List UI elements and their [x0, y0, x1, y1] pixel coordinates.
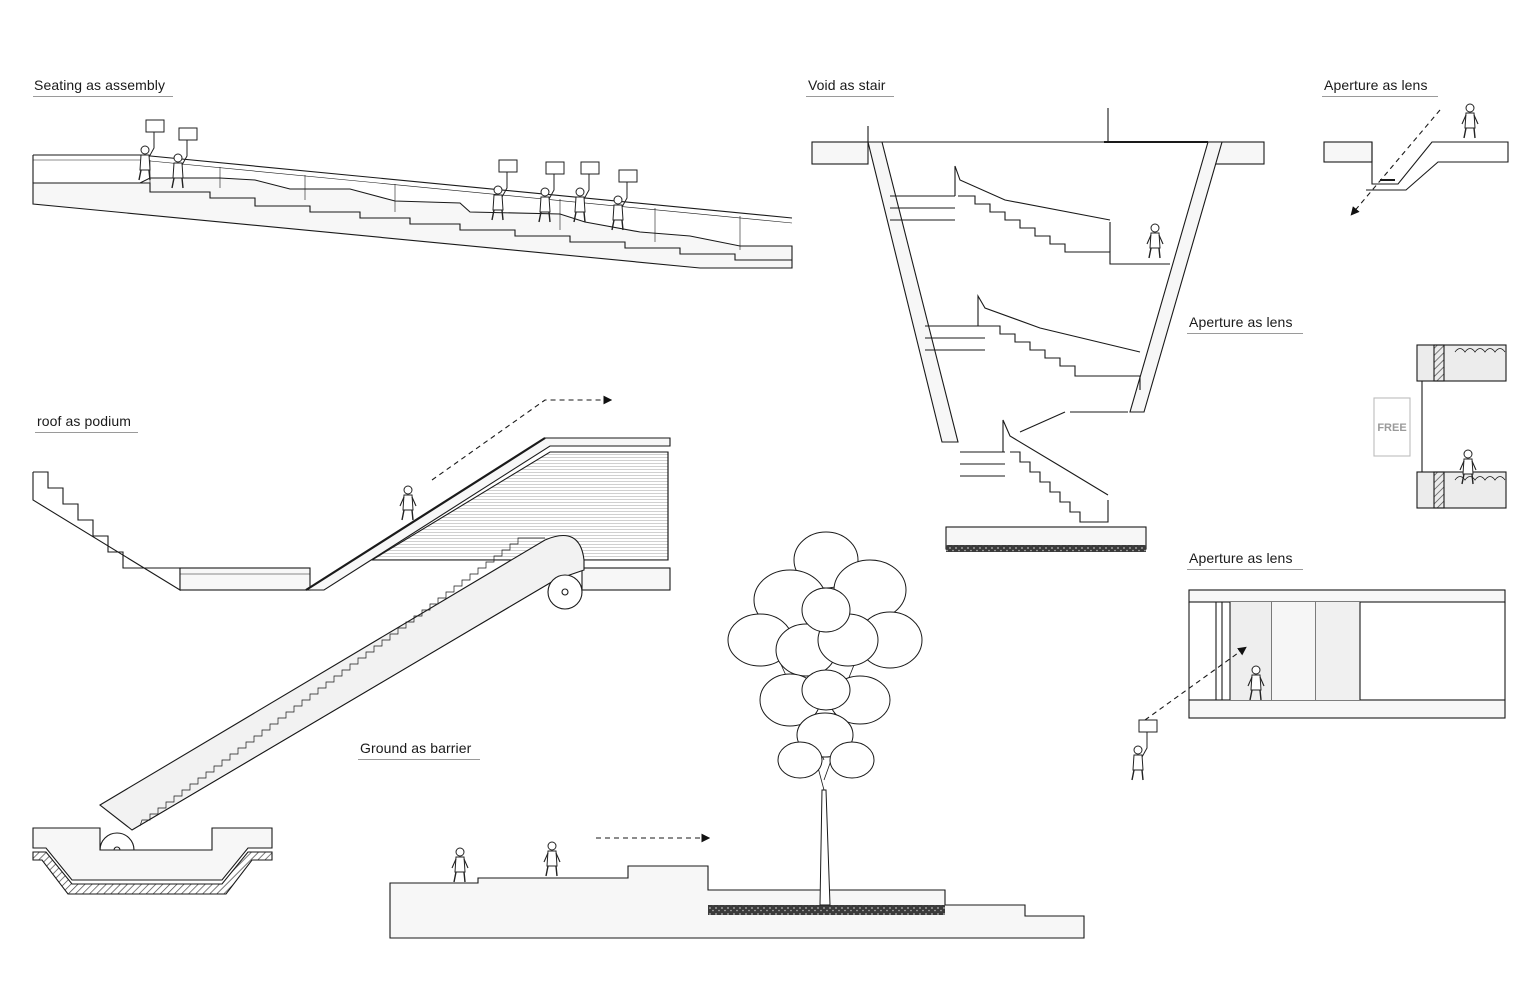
- label-underline: [806, 96, 894, 97]
- ground-barrier-section: [389, 833, 1085, 939]
- roof-podium-section: [32, 395, 671, 895]
- label-underline: [1322, 96, 1438, 97]
- label-roof-as-podium: roof as podium: [37, 413, 132, 429]
- label-underline: [33, 96, 173, 97]
- label-ground-as-barrier: Ground as barrier: [360, 740, 472, 756]
- void-stair-section: [811, 108, 1265, 552]
- label-underline: [1187, 569, 1303, 570]
- label-void-as-stair: Void as stair: [808, 77, 886, 93]
- aperture-low-section: [1131, 589, 1506, 781]
- label-aperture-top: Aperture as lens: [1324, 77, 1428, 93]
- label-underline: [1187, 333, 1303, 334]
- tree-illustration: [727, 531, 923, 906]
- free-sign-text: FREE: [1377, 422, 1406, 434]
- aperture-mid-section: [1373, 344, 1507, 509]
- label-underline: [358, 759, 480, 760]
- label-aperture-low: Aperture as lens: [1189, 550, 1293, 566]
- label-underline: [35, 432, 138, 433]
- label-aperture-mid: Aperture as lens: [1189, 314, 1293, 330]
- label-seating-as-assembly: Seating as assembly: [34, 77, 166, 93]
- aperture-top-section: [1323, 103, 1509, 216]
- seating-section: [32, 154, 793, 269]
